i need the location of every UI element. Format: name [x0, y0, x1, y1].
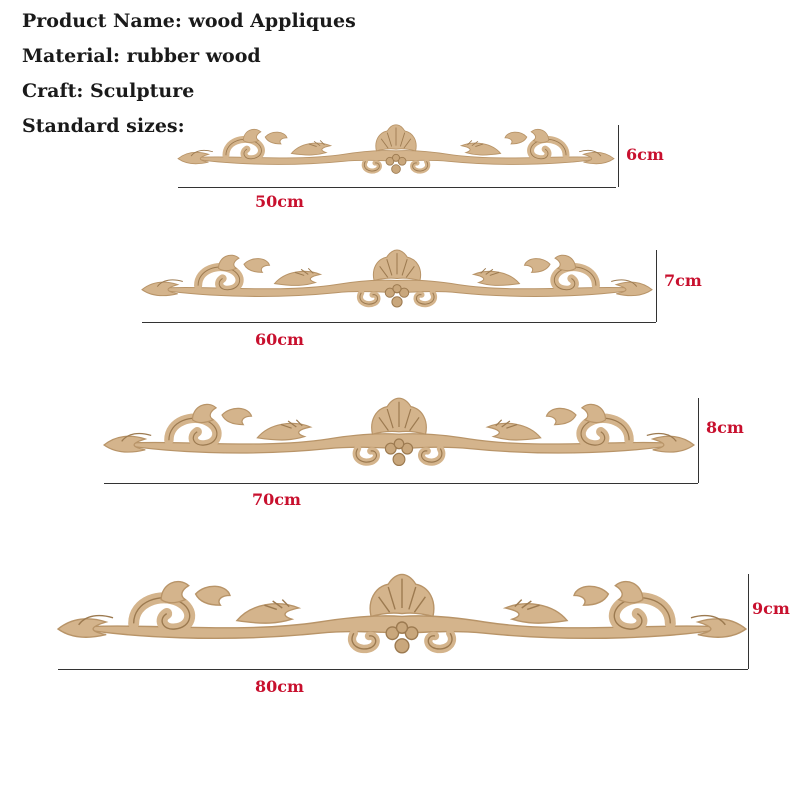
- width-line-50cm: [178, 187, 616, 188]
- sizes-heading: Standard sizes:: [22, 115, 185, 137]
- applique-70cm-image: [104, 397, 694, 469]
- height-label-50cm: 6cm: [626, 145, 664, 164]
- applique-80cm-image: [58, 573, 746, 657]
- product-name: Product Name: wood Appliques: [22, 10, 356, 32]
- height-line-80cm: [748, 574, 749, 669]
- height-label-70cm: 8cm: [706, 418, 744, 437]
- width-label-60cm: 60cm: [255, 330, 304, 349]
- width-line-60cm: [142, 322, 656, 323]
- width-line-80cm: [58, 669, 748, 670]
- material: Material: rubber wood: [22, 45, 261, 67]
- height-label-80cm: 9cm: [752, 599, 790, 618]
- width-line-70cm: [104, 483, 698, 484]
- craft: Craft: Sculpture: [22, 80, 195, 102]
- width-label-80cm: 80cm: [255, 677, 304, 696]
- applique-50cm-image: [178, 124, 614, 176]
- width-label-70cm: 70cm: [252, 490, 301, 509]
- width-label-50cm: 50cm: [255, 192, 304, 211]
- height-label-60cm: 7cm: [664, 271, 702, 290]
- height-line-70cm: [698, 398, 699, 483]
- height-line-50cm: [618, 125, 619, 187]
- height-line-60cm: [656, 250, 657, 322]
- applique-60cm-image: [142, 249, 652, 310]
